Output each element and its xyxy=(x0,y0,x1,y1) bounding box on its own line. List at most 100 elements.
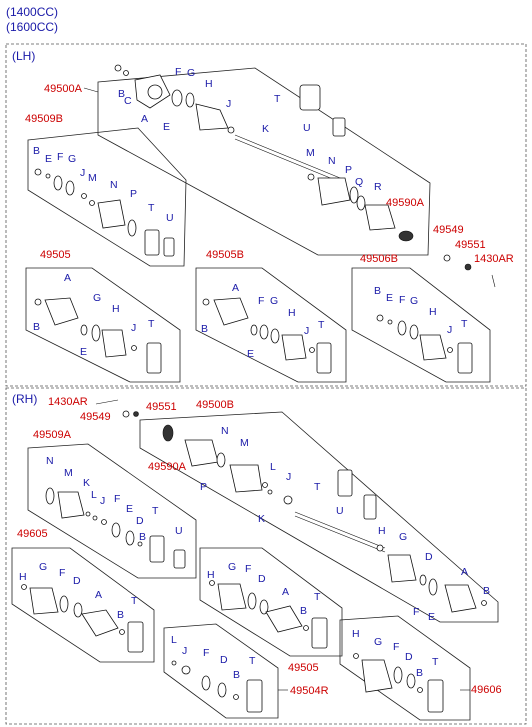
lh-kit-b-letter-m: M xyxy=(88,172,97,184)
lh-main-assy-number: 49500A xyxy=(44,83,83,95)
lh-main-letter-q: Q xyxy=(355,176,363,188)
rh-kit-3-letter-j: J xyxy=(182,645,187,657)
rh-kit-4-letter-b: B xyxy=(416,667,423,679)
rh-kit-a-letter-j: J xyxy=(100,495,105,507)
lh-kit-b-letter-j: J xyxy=(80,167,85,179)
rh-kit-2-letter-a: A xyxy=(282,586,289,598)
lh-nut-number: 49551 xyxy=(455,239,486,251)
lh-pin-drawing xyxy=(491,274,496,288)
lh-nut-drawing xyxy=(464,263,472,271)
rh-kit-a-letter-t: T xyxy=(152,505,159,517)
lh-kit-2-number: 49505B xyxy=(206,249,244,261)
rh-kit-4-letter-t: T xyxy=(432,656,439,668)
rh-kit-2-letter-g: G xyxy=(228,561,236,573)
rh-kit-a-drawing xyxy=(45,487,186,569)
rh-kit-a-letter-m: M xyxy=(64,467,73,479)
lh-kit-3-letter-b: B xyxy=(374,285,381,297)
lh-main-letter-f: F xyxy=(175,66,181,78)
rh-kit-4-letter-g: G xyxy=(374,636,382,648)
lh-main-letter-r: R xyxy=(374,181,382,193)
lh-main-letter-g: G xyxy=(187,67,195,79)
lh-kit-2-letter-j: J xyxy=(304,325,309,337)
lh-main-letter-k: K xyxy=(262,123,269,135)
lh-main-letter-m: M xyxy=(306,147,315,159)
rh-main-letter-h: H xyxy=(378,525,386,537)
rh-main-letter-j: J xyxy=(286,471,291,483)
lh-main-assy-box xyxy=(97,67,431,256)
rh-kit-3-letter-f: F xyxy=(203,647,209,659)
rh-kit-a-box xyxy=(27,443,197,579)
lh-kit-2-letter-h: H xyxy=(288,307,296,319)
lh-kit-3-drawing xyxy=(376,314,473,374)
lh-kit-3-letter-t: T xyxy=(461,318,468,330)
lh-main-shaft-drawing xyxy=(114,64,414,242)
lh-kit-b-letter-e: E xyxy=(45,153,52,165)
lh-kit-1-letter-b: B xyxy=(33,321,40,333)
rh-main-letter-p: P xyxy=(200,481,207,493)
lh-main-letter-c: C xyxy=(124,95,132,107)
lh-pin-number: 1430AR xyxy=(474,253,514,265)
rh-main-letter-n: N xyxy=(221,425,229,437)
lh-section-label: (LH) xyxy=(12,49,35,63)
rh-washer-number: 49549 xyxy=(80,411,111,423)
lh-kit-b-letter-p: P xyxy=(130,188,137,200)
rh-kit-1-letter-h: H xyxy=(19,571,27,583)
lh-kit-2-letter-t: T xyxy=(318,319,325,331)
rh-kit-4-number: 49606 xyxy=(471,684,502,696)
rh-kit-3-letter-b: B xyxy=(233,669,240,681)
rh-kit-a-letter-n: N xyxy=(46,455,54,467)
lh-outer-joint-number: 49590A xyxy=(386,197,425,209)
lh-main-letter-t: T xyxy=(274,93,281,105)
rh-outer-joint-number: 49590A xyxy=(148,461,187,473)
rh-kit-4-letter-h: H xyxy=(352,628,360,640)
rh-kit-a-letter-b: B xyxy=(139,531,146,543)
rh-kit-3-letter-l: L xyxy=(171,634,177,646)
lh-kit-1-letter-e: E xyxy=(80,346,87,358)
rh-kit-a-letter-e: E xyxy=(126,503,133,515)
lh-kit-1-letter-a: A xyxy=(64,272,71,284)
lh-kit-b-letter-b: B xyxy=(33,145,40,157)
rh-kit-2-letter-d: D xyxy=(258,573,266,585)
rh-kit-3-letter-d: D xyxy=(220,654,228,666)
lh-kit-3-letter-e: E xyxy=(386,292,393,304)
rh-kit-a-letter-u: U xyxy=(175,525,183,537)
rh-kit-a-letter-d: D xyxy=(136,515,144,527)
rh-kit-1-letter-a: A xyxy=(95,589,102,601)
rh-main-shaft-drawing xyxy=(162,424,487,613)
rh-kit-1-drawing xyxy=(21,584,144,653)
rh-washer-drawing xyxy=(122,410,130,418)
lh-kit-2-letter-b: B xyxy=(201,323,208,335)
rh-kit-a-number: 49509A xyxy=(33,429,72,441)
lh-kit-1-letter-g: G xyxy=(93,292,101,304)
lh-kit-1-letter-h: H xyxy=(112,303,120,315)
lh-washer-drawing xyxy=(443,254,451,262)
rh-main-letter-e: E xyxy=(428,611,435,623)
lh-kit-2-letter-e: E xyxy=(247,348,254,360)
rh-kit-3-drawing xyxy=(171,660,263,713)
rh-main-letter-b: B xyxy=(483,585,490,597)
rh-section-frame xyxy=(5,387,527,725)
engine-label-1: (1400CC) xyxy=(6,5,58,19)
lh-kit-b-number: 49509B xyxy=(25,113,63,125)
lh-main-letter-b: B xyxy=(118,88,125,100)
lh-kit-2-letter-g: G xyxy=(270,295,278,307)
lh-kit-b-letter-n: N xyxy=(110,179,118,191)
lh-main-letter-j: J xyxy=(226,98,231,110)
lh-washer-number: 49549 xyxy=(433,224,464,236)
rh-kit-1-box xyxy=(11,547,155,663)
lh-kit-3-letter-g: G xyxy=(410,295,418,307)
rh-kit-1-letter-f: F xyxy=(59,567,65,579)
rh-kit-2-drawing xyxy=(209,580,328,649)
lh-main-letter-h: H xyxy=(205,78,213,90)
lh-kit-1-letter-j: J xyxy=(131,322,136,334)
lh-kit-2-drawing xyxy=(202,297,332,374)
rh-pin-drawing xyxy=(95,399,119,405)
lh-main-letter-a: A xyxy=(141,113,148,125)
rh-kit-2-letter-t: T xyxy=(314,591,321,603)
rh-main-letter-t: T xyxy=(314,481,321,493)
rh-kit-2-letter-h: H xyxy=(207,569,215,581)
rh-kit-4-drawing xyxy=(353,653,444,713)
lh-main-letter-u: U xyxy=(303,122,311,134)
rh-main-assy-box xyxy=(139,411,499,623)
